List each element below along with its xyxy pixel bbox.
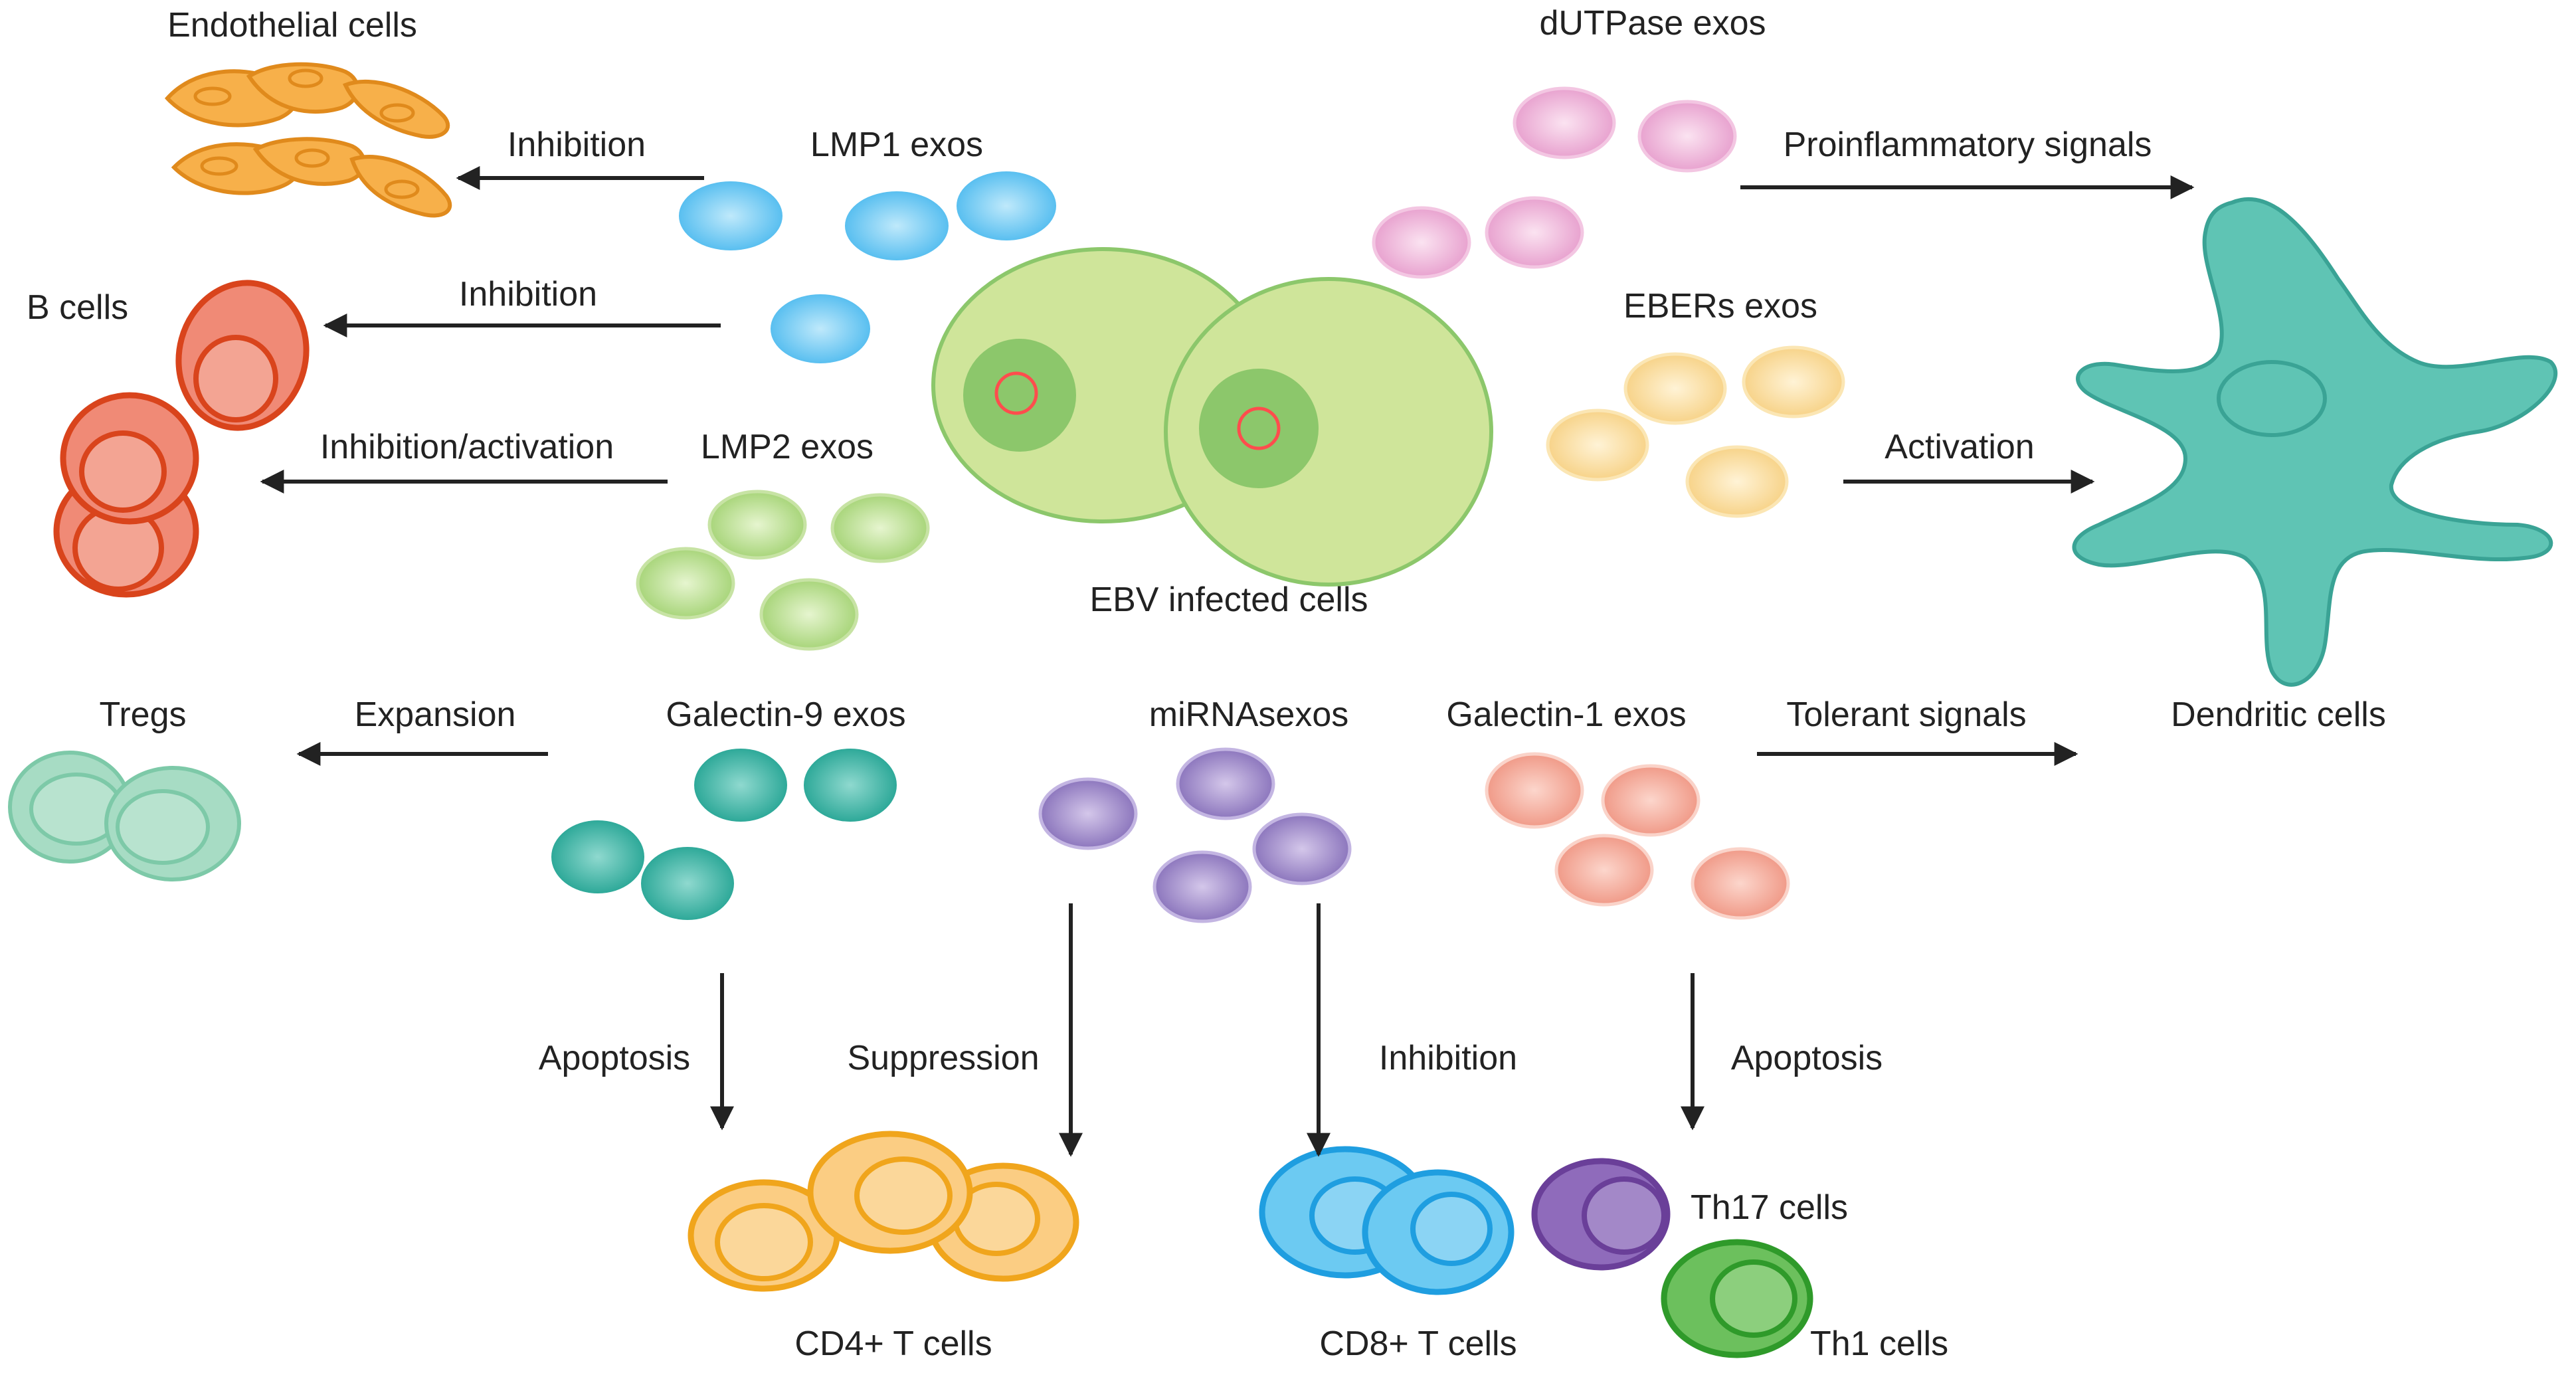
label-effect-lmp2-bcells: Inhibition/activation — [320, 428, 614, 466]
label-effect-galectin9-cd4: Apoptosis — [539, 1039, 690, 1077]
dendritic-cell-shape — [2072, 197, 2557, 687]
label-dendritic-cells: Dendritic cells — [2171, 695, 2386, 734]
endothelial-cells-shape — [164, 62, 452, 218]
label-th17-cells: Th17 cells — [1691, 1188, 1848, 1227]
label-lmp2-exos: LMP2 exos — [701, 428, 874, 466]
label-effect-mirna-cd4: Suppression — [847, 1039, 1039, 1077]
arrows — [260, 166, 2195, 1157]
endothelial-cell-row-1 — [164, 62, 450, 139]
label-b-cells: B cells — [27, 288, 128, 327]
label-effect-lmp1-endothelial: Inhibition — [507, 126, 646, 164]
ebv-infected-cells-shape — [931, 247, 1493, 587]
dutpase-exosomes — [1372, 86, 1737, 279]
label-th1-cells: Th1 cells — [1810, 1325, 1948, 1363]
cd4-t-cells-shape — [688, 1131, 1079, 1292]
label-effect-mirna-cd8: Inhibition — [1379, 1039, 1517, 1077]
tregs-shape — [8, 751, 241, 881]
label-endothelial-cells: Endothelial cells — [167, 6, 417, 45]
label-effect-ebers-dendritic: Activation — [1885, 428, 2034, 466]
ebers-exosomes — [1546, 345, 1845, 518]
lmp2-exosomes — [636, 490, 930, 651]
label-effect-lmp1-bcells: Inhibition — [459, 275, 597, 314]
cd8-t-cells-shape — [1259, 1146, 1515, 1295]
endothelial-cell-row-2 — [171, 137, 452, 218]
label-cd4-t-cells: CD4+ T cells — [794, 1325, 992, 1363]
label-effect-galectin1-th: Apoptosis — [1731, 1039, 1883, 1077]
label-tregs: Tregs — [100, 695, 187, 734]
label-galectin9-exos: Galectin-9 exos — [666, 695, 905, 734]
th17-cells-shape — [1531, 1158, 1671, 1271]
label-effect-galectin9-tregs: Expansion — [355, 695, 516, 734]
label-cd8-t-cells: CD8+ T cells — [1319, 1325, 1517, 1363]
label-mirna-exos: miRNAsexos — [1149, 695, 1349, 734]
label-effect-dutpase-dendritic: Proinflammatory signals — [1784, 126, 2152, 164]
label-ebv-infected-cells: EBV infected cells — [1089, 581, 1368, 619]
galectin1-exosomes — [1485, 752, 1790, 920]
th1-cells-shape — [1661, 1239, 1813, 1358]
galectin9-exosomes — [551, 749, 897, 920]
b-cells-shape — [53, 280, 310, 598]
label-ebers-exos: EBERs exos — [1623, 287, 1817, 325]
mirna-exosomes — [1038, 747, 1352, 923]
label-effect-galectin1-dendritic: Tolerant signals — [1786, 695, 2026, 734]
label-dutpase-exos: dUTPase exos — [1539, 4, 1766, 43]
label-galectin1-exos: Galectin-1 exos — [1446, 695, 1686, 734]
label-lmp1-exos: LMP1 exos — [810, 126, 983, 164]
lmp1-exosomes — [679, 171, 1056, 363]
